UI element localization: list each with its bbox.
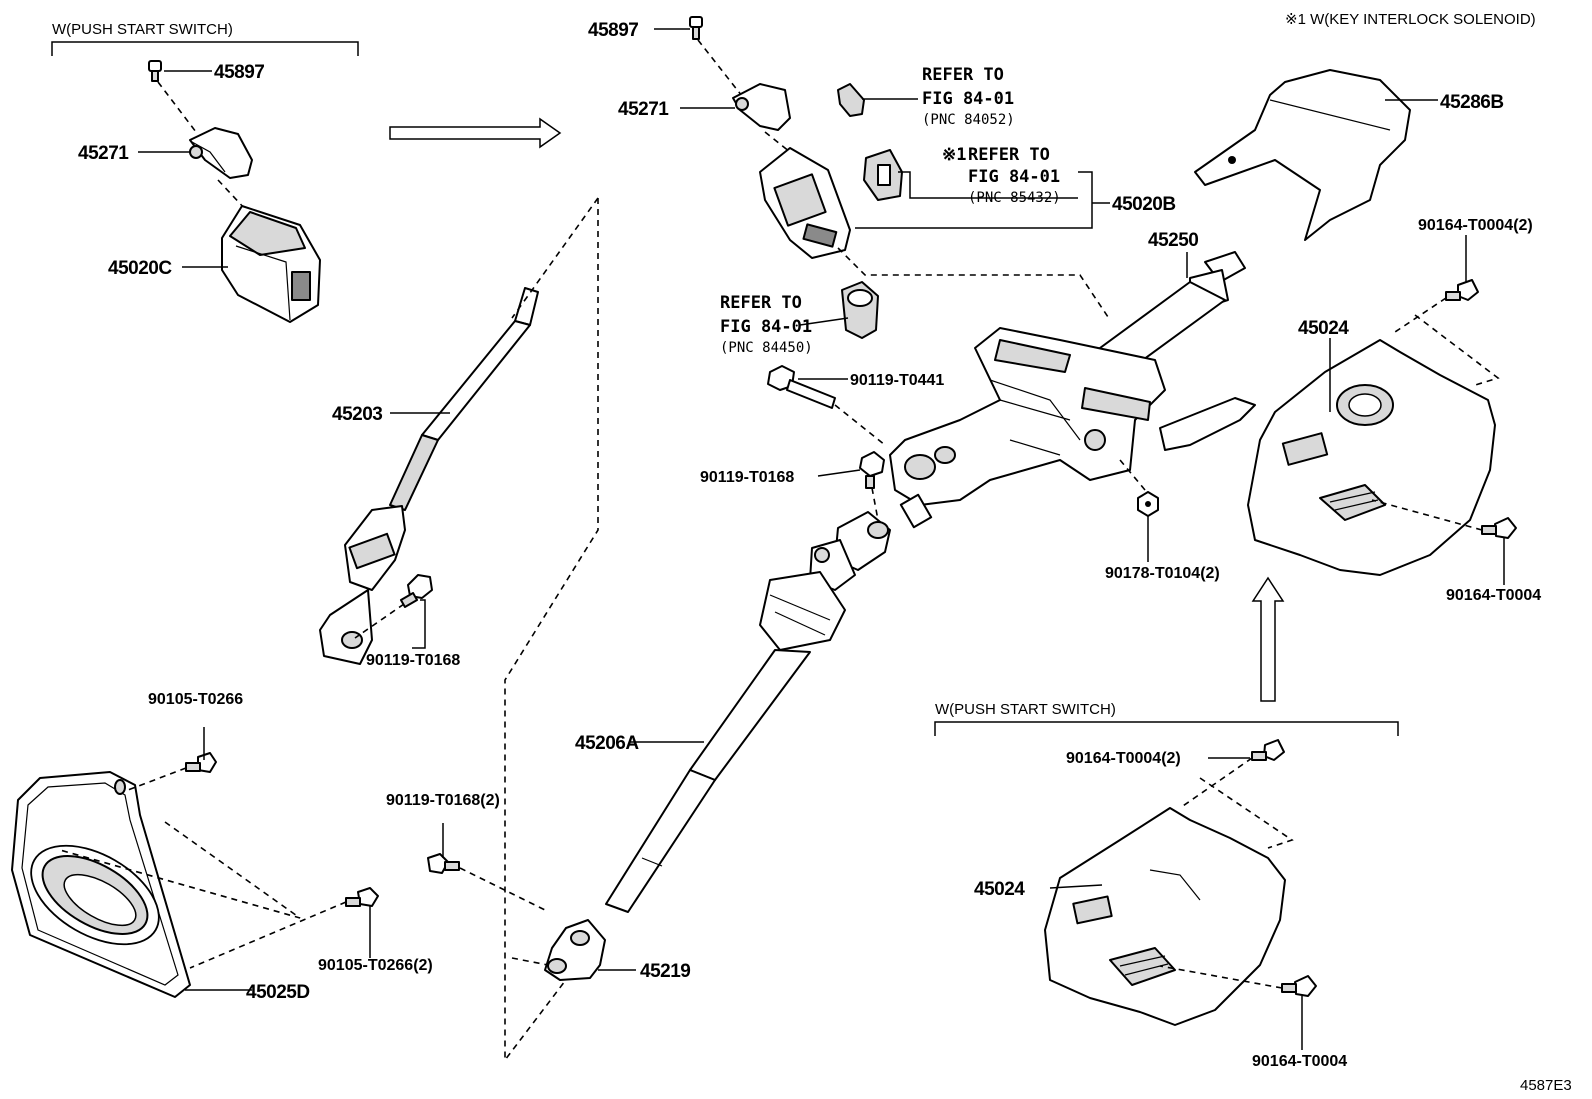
assembly-outline bbox=[504, 198, 601, 1063]
condition-label-bottom: W(PUSH START SWITCH) bbox=[935, 701, 1116, 718]
bolt-45897-mid bbox=[689, 16, 703, 40]
ref1-line2: FIG 84-01 bbox=[922, 89, 1014, 109]
label-90119-T0168-mid: 90119-T0168 bbox=[700, 469, 794, 486]
clamp-45219 bbox=[544, 919, 606, 981]
condition-label-top: W(PUSH START SWITCH) bbox=[52, 21, 233, 38]
bolt-90119-T0168-mid bbox=[859, 451, 885, 489]
label-90164-T0004-right: 90164-T0004 bbox=[1446, 587, 1541, 604]
label-45271-mid: 45271 bbox=[618, 99, 669, 120]
upper-column-cover-45286B bbox=[1194, 69, 1411, 241]
label-45020C: 45020C bbox=[108, 258, 172, 279]
nut-90178-T0104 bbox=[1137, 491, 1159, 517]
label-90119-T0168-2: 90119-T0168(2) bbox=[386, 792, 500, 809]
push-start-switch-bracket-top: W(PUSH START SWITCH) bbox=[51, 21, 359, 56]
label-45020B: 45020B bbox=[1112, 194, 1176, 215]
ref1-line1: REFER TO bbox=[922, 65, 1004, 85]
push-start-switch-bracket-bottom: W(PUSH START SWITCH) bbox=[934, 701, 1399, 736]
screw-90164-T0004-bottom bbox=[1281, 975, 1317, 997]
diagram-code: 4587E3 bbox=[1520, 1077, 1572, 1094]
label-90164-T0004-bottom: 90164-T0004 bbox=[1252, 1053, 1347, 1070]
screw-90164-T0004-2-bottom bbox=[1251, 739, 1285, 761]
ref-part-84052 bbox=[837, 83, 865, 117]
label-45025D: 45025D bbox=[246, 982, 310, 1003]
column-hole-cover-45025D bbox=[11, 771, 191, 998]
bolt-90105-T0266-top bbox=[185, 752, 217, 773]
label-90178-T0104-2: 90178-T0104(2) bbox=[1105, 565, 1220, 582]
label-45250: 45250 bbox=[1148, 230, 1198, 251]
bracket-45271-mid bbox=[732, 83, 791, 131]
bolt-45897-left bbox=[148, 60, 162, 82]
ref-part-84450 bbox=[841, 281, 879, 339]
bolt-90119-T0168-2 bbox=[427, 853, 460, 874]
ref3-line3: (PNC 84450) bbox=[720, 340, 813, 356]
lower-column-cover-45024-bottom bbox=[1044, 807, 1286, 1026]
screw-90164-T0004-2-top bbox=[1445, 279, 1479, 301]
label-90164-T0004-2-top: 90164-T0004(2) bbox=[1418, 217, 1533, 234]
ref1-line3: (PNC 84052) bbox=[922, 112, 1015, 128]
label-90119-T0168-left: 90119-T0168 bbox=[366, 652, 460, 669]
bolt-90105-T0266-2 bbox=[345, 887, 379, 907]
lock-assembly-45020C bbox=[221, 205, 321, 323]
leader-lines bbox=[138, 28, 1505, 1050]
label-45024-bottom: 45024 bbox=[974, 879, 1025, 900]
label-90119-T0441: 90119-T0441 bbox=[850, 372, 944, 389]
label-45897-mid: 45897 bbox=[588, 20, 638, 41]
ref-part-85432 bbox=[863, 149, 903, 201]
intermediate-shaft-45203 bbox=[319, 287, 539, 665]
direction-arrow-up bbox=[1251, 576, 1285, 702]
label-45024-top: 45024 bbox=[1298, 318, 1349, 339]
ref2-line1: REFER TO bbox=[968, 145, 1050, 165]
bracket-45271-left bbox=[189, 127, 253, 179]
ref2-line2: FIG 84-01 bbox=[968, 167, 1060, 187]
label-45271-left: 45271 bbox=[78, 143, 129, 164]
label-45206A: 45206A bbox=[575, 733, 639, 754]
label-45219: 45219 bbox=[640, 961, 690, 982]
ref2-prefix: ※1 bbox=[942, 145, 966, 165]
bolt-90119-T0168-left bbox=[399, 574, 433, 608]
label-45897-left: 45897 bbox=[214, 62, 264, 83]
ref3-line1: REFER TO bbox=[720, 293, 802, 313]
lower-column-cover-45024-top bbox=[1247, 339, 1496, 576]
label-45286B: 45286B bbox=[1440, 92, 1504, 113]
label-90164-T0004-2-bottom: 90164-T0004(2) bbox=[1066, 750, 1181, 767]
reference-note-84450: REFER TO FIG 84-01 (PNC 84450) bbox=[720, 293, 813, 356]
reference-note-85432: ※1 REFER TO FIG 84-01 (PNC 85432) bbox=[942, 145, 1061, 206]
bolt-90119-T0441 bbox=[767, 365, 836, 409]
label-90105-T0266-2: 90105-T0266(2) bbox=[318, 957, 433, 974]
reference-note-84052: REFER TO FIG 84-01 (PNC 84052) bbox=[922, 65, 1015, 128]
lock-assembly-45020B bbox=[759, 147, 851, 259]
label-90105-T0266-top: 90105-T0266 bbox=[148, 691, 243, 708]
steering-shaft-45206A bbox=[605, 511, 891, 913]
part-labels: 45897 45271 45020C 45203 90119-T0168 901… bbox=[78, 20, 1541, 1070]
screw-90164-T0004-right bbox=[1481, 517, 1517, 539]
ref3-line2: FIG 84-01 bbox=[720, 317, 812, 337]
label-45203: 45203 bbox=[332, 404, 382, 425]
ref2-line3: (PNC 85432) bbox=[968, 190, 1061, 206]
steering-column-45250 bbox=[889, 251, 1256, 529]
key-interlock-note: ※1 W(KEY INTERLOCK SOLENOID) bbox=[1285, 11, 1536, 28]
direction-arrow-right bbox=[389, 117, 562, 149]
